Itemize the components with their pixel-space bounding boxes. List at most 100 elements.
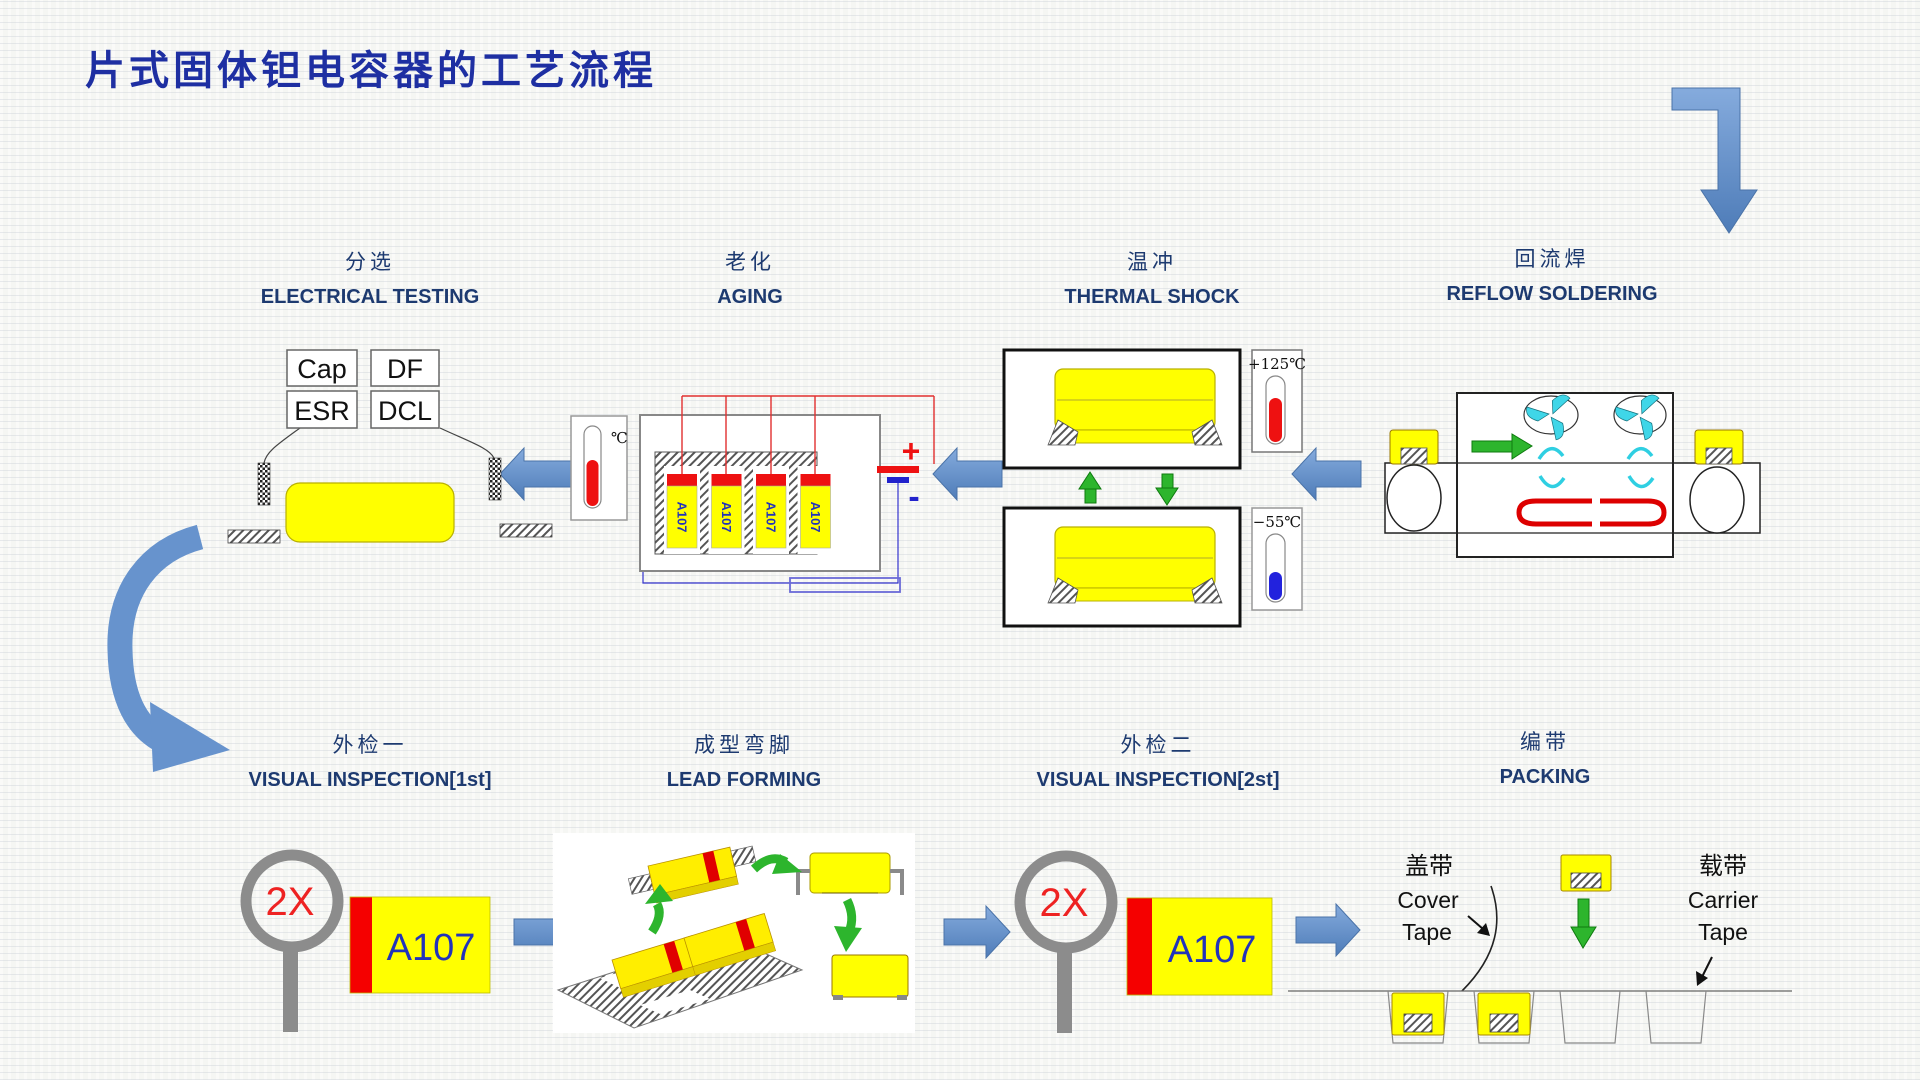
reflow-soldering-cn: 回流焊 <box>1514 248 1590 271</box>
magnifier-icon: 2X <box>240 849 344 1032</box>
carrier-tape-pointer <box>1696 956 1713 986</box>
capacitor <box>1694 429 1744 465</box>
pocket <box>1473 990 1535 1044</box>
electrical-testing-en: ELECTRICAL TESTING <box>260 286 480 308</box>
cover-tape-en-1: Cover <box>1397 887 1459 913</box>
label-electrical-testing: 分选 ELECTRICAL TESTING <box>261 250 480 309</box>
dcl-box <box>370 390 440 429</box>
svg-text:A107: A107 <box>808 501 823 532</box>
aging-illustration: ℃ A107 A107 A107 A107 <box>570 395 935 584</box>
df-box-label: DF <box>387 354 423 384</box>
capacitor <box>285 482 455 543</box>
lead-forming-en: LEAD FORMING <box>666 769 822 791</box>
cycle-up-arrow <box>1078 471 1102 504</box>
cycle-down-arrow <box>1155 473 1179 506</box>
packing-illustration: 盖带 Cover Tape <box>1288 853 1792 1044</box>
thermometer-mercury <box>586 460 599 506</box>
test-probe-left <box>257 462 271 506</box>
capacitor <box>1047 368 1223 446</box>
formed-lead-capacitor <box>796 852 904 895</box>
thermal-shock-illustration: +125℃ −55℃ <box>1002 348 1306 628</box>
pocket <box>1387 990 1449 1044</box>
hot-temp-label: +125℃ <box>1248 355 1306 373</box>
cold-thermometer-mercury <box>1269 572 1282 600</box>
capacitor <box>1477 992 1531 1036</box>
label-visual-inspection-1: 外检一 VISUAL INSPECTION[1st] <box>249 733 492 792</box>
svg-text:A107: A107 <box>764 501 779 532</box>
cover-tape-en-2: Tape <box>1402 919 1452 945</box>
thermal-shock-cn: 温冲 <box>1127 251 1177 274</box>
magnifier-power: 2X <box>1040 881 1089 925</box>
capacitor: A107 <box>1126 897 1273 996</box>
capacitor <box>1047 526 1223 604</box>
visual-inspection-2-cn: 外检二 <box>1120 734 1196 757</box>
arrow-aging-to-testing <box>499 446 575 502</box>
df-box <box>370 349 440 387</box>
capacitor <box>1391 992 1445 1036</box>
capacitor-on-frame <box>683 912 777 976</box>
roller-left <box>1386 464 1442 532</box>
green-arrow-right <box>750 854 802 874</box>
esr-box <box>286 390 358 429</box>
hot-thermometer-mercury <box>1269 398 1282 442</box>
capacitor <box>1560 854 1612 892</box>
aging-cn: 老化 <box>725 251 775 274</box>
visual-inspection-1-cn: 外检一 <box>332 734 408 757</box>
packing-en: PACKING <box>1499 766 1591 788</box>
aging-capacitors: A107 A107 A107 A107 <box>664 466 834 554</box>
visual-inspection-1-en: VISUAL INSPECTION[1st] <box>248 769 492 791</box>
label-packing: 编带 PACKING <box>1500 730 1591 789</box>
place-arrow-down <box>1570 898 1597 949</box>
capacitor <box>1389 429 1439 465</box>
label-reflow-soldering: 回流焊 REFLOW SOLDERING <box>1446 247 1657 306</box>
artifact-box <box>789 577 901 593</box>
cap-box-label: Cap <box>297 354 347 384</box>
label-lead-forming: 成型弯脚 LEAD FORMING <box>667 733 821 792</box>
capacitor-marking: A107 <box>387 927 476 969</box>
label-aging: 老化 AGING <box>717 250 783 309</box>
test-wire-right <box>439 427 495 459</box>
entry-arrow <box>1671 87 1758 234</box>
svg-text:A107: A107 <box>719 501 734 532</box>
electrical-testing-cn: 分选 <box>345 251 395 274</box>
label-visual-inspection-2: 外检二 VISUAL INSPECTION[2st] <box>1037 733 1280 792</box>
visual-inspection-2-en: VISUAL INSPECTION[2st] <box>1036 769 1280 791</box>
packing-cn: 编带 <box>1520 731 1570 754</box>
arrow-visual2-to-packing <box>1295 902 1361 958</box>
aging-en: AGING <box>717 286 783 308</box>
capacitor-marking: A107 <box>1168 929 1257 971</box>
test-wire-left <box>263 427 301 464</box>
cover-tape-pointer <box>1467 915 1490 936</box>
fan-icon <box>1523 394 1579 441</box>
hot-air-swirls <box>1537 447 1655 489</box>
visual2-illustration: 2X A107 <box>1014 850 1273 1033</box>
visual1-illustration: 2X A107 <box>240 849 491 1032</box>
cold-temp-label: −55℃ <box>1253 513 1301 531</box>
test-rail-left <box>227 529 281 544</box>
page-title: 片式固体钽电容器的工艺流程 <box>85 49 657 93</box>
magnifier-icon: 2X <box>1014 850 1118 1033</box>
arrow-leadforming-to-visual2 <box>943 904 1011 960</box>
arrow-testing-to-visual1 <box>107 524 230 772</box>
pocket <box>1645 990 1707 1044</box>
label-thermal-shock: 温冲 THERMAL SHOCK <box>1064 250 1239 309</box>
green-arrow-up <box>645 884 673 935</box>
reflow-soldering-en: REFLOW SOLDERING <box>1446 283 1658 305</box>
roller-right <box>1689 466 1745 534</box>
reflow-illustration <box>1384 392 1761 558</box>
test-rail-right <box>499 523 553 538</box>
test-probe-right <box>488 457 502 501</box>
leadforming-illustration <box>553 577 915 1033</box>
cover-tape-curve <box>1461 885 1498 992</box>
carrier-tape-cn: 载带 <box>1699 853 1747 880</box>
finished-capacitor <box>831 954 909 1000</box>
heater-element <box>1516 498 1667 527</box>
svg-text:A107: A107 <box>675 501 690 532</box>
esr-box-label: ESR <box>294 396 350 426</box>
capacitor: A107 <box>349 896 491 994</box>
carrier-tape-en-1: Carrier <box>1688 887 1759 913</box>
cap-box <box>286 349 358 387</box>
aging-wiring <box>642 395 935 584</box>
